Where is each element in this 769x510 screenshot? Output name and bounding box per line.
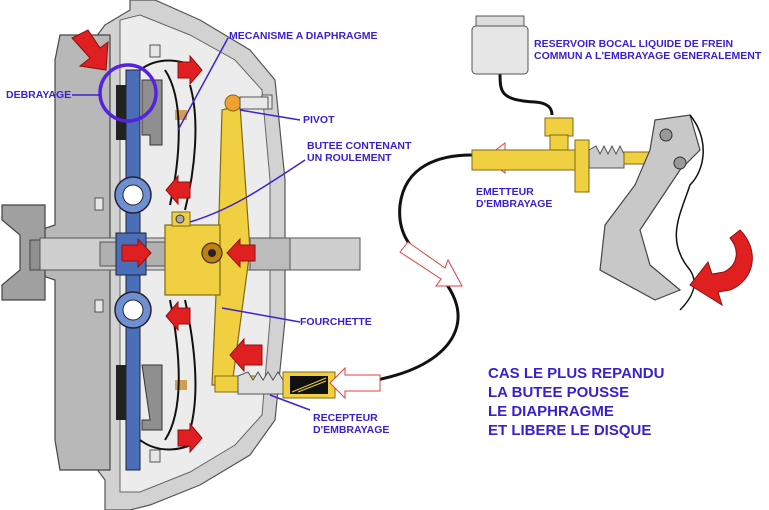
pressure-arrows	[71, 29, 263, 454]
clutch-disc	[114, 69, 152, 471]
arrow-disc	[121, 237, 152, 269]
arrow-diaphragm-upper	[165, 174, 191, 206]
slave-cylinder	[214, 371, 336, 399]
leader-lines	[72, 37, 311, 411]
release-bearing	[164, 211, 223, 296]
master-cylinder	[471, 117, 661, 193]
arrow-top	[177, 54, 203, 86]
label-debrayage: DEBRAYAGE	[6, 89, 72, 101]
arrow-bottom	[177, 422, 203, 454]
arrow-slave-flow	[329, 366, 381, 400]
arrow-top-left	[71, 29, 109, 71]
arrow-hose-flow	[399, 241, 463, 287]
flow-arrows	[329, 142, 546, 400]
caption-line-1: CAS LE PLUS REPANDU	[488, 365, 665, 382]
arrow-slave	[229, 337, 263, 373]
label-fourchette: FOURCHETTE	[300, 316, 372, 328]
caption-line-3: LE DIAPHRAGME	[488, 403, 614, 420]
caption-line-2: LA BUTEE POUSSE	[488, 384, 630, 401]
pressure-plate	[141, 79, 187, 431]
hydraulic-hose	[334, 71, 554, 387]
label-pivot: PIVOT	[303, 114, 335, 126]
label-mecanisme: MECANISME A DIAPHRAGME	[229, 30, 378, 42]
debrayage-circle	[98, 63, 158, 123]
arrow-diaphragm-lower	[165, 300, 191, 332]
fluid-reservoir	[471, 15, 529, 75]
clutch-pedal	[599, 114, 704, 311]
arrow-bearing	[226, 237, 256, 269]
caption-line-4: ET LIBERE LE DISQUE	[488, 422, 652, 439]
pedal-push-arrow	[689, 229, 753, 307]
caption-block: CAS LE PLUS REPANDU LA BUTEE POUSSE LE D…	[488, 364, 664, 440]
